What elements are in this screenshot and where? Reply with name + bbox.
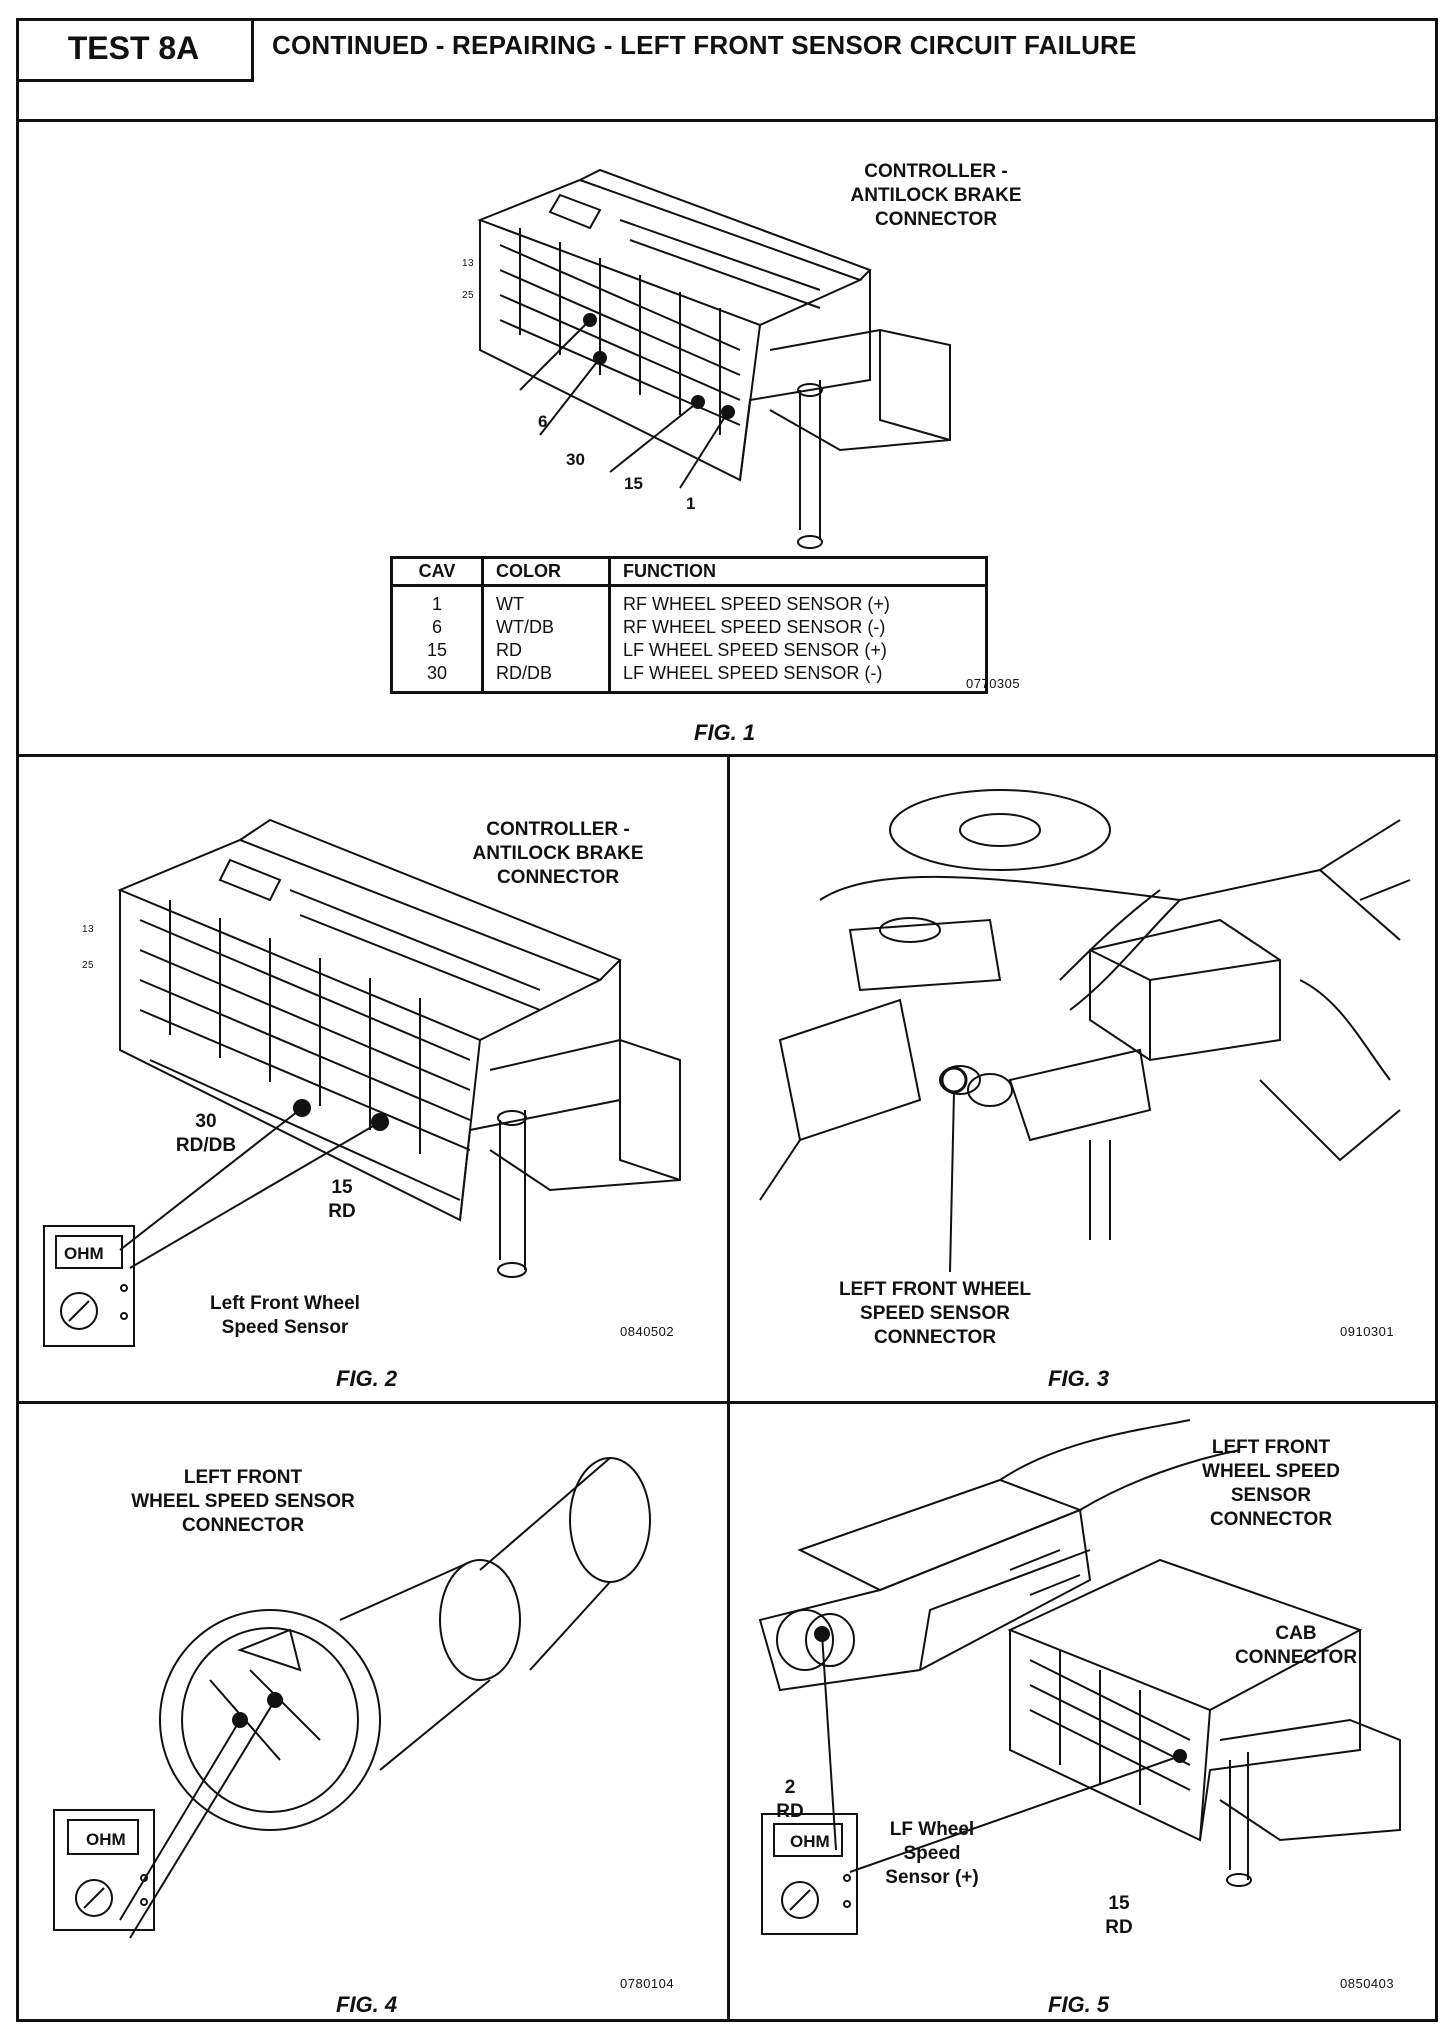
- cell-function: LF WHEEL SPEED SENSOR (+): [623, 640, 887, 660]
- fig5-ohmmeter: [761, 1813, 858, 1935]
- fig2-meter-label: OHM: [64, 1244, 104, 1263]
- fig1-pin6-label: 6: [538, 412, 548, 431]
- cell-cav: 1: [391, 585, 484, 616]
- cell-cav: 30: [391, 662, 484, 693]
- fig1-pin30-label: 30: [566, 450, 585, 469]
- fig5-sensor-connector-label: LEFT FRONT WHEEL SPEED SENSOR CONNECTOR: [1202, 1437, 1340, 1530]
- fig1-pin15-label: 15: [624, 474, 643, 493]
- test-label: TEST 8A: [16, 18, 254, 82]
- fig2-pin30-label: 30 RD/DB: [175, 1111, 237, 1156]
- cell-cav: 6: [391, 616, 484, 639]
- fig4-ohmmeter: [53, 1809, 155, 1931]
- fig3-code: 0910301: [1340, 1324, 1395, 1339]
- table-row: 30 RD/DB LF WHEEL SPEED SENSOR (-): [391, 662, 987, 693]
- table-header-function: FUNCTION: [609, 557, 987, 587]
- fig2-side-number-13: 13: [82, 924, 95, 935]
- fig1-side-number-13: 13: [462, 258, 475, 269]
- header-box: [16, 18, 1438, 122]
- fig3-engine-illustration: [759, 789, 1411, 1273]
- fig3-caption: FIG. 3: [1048, 1366, 1110, 1391]
- cell-cav: 15: [391, 639, 484, 662]
- fig2-side-number-25: 25: [82, 960, 95, 971]
- fig2-ohmmeter: [43, 1225, 135, 1347]
- fig5-lf-sensor-label: LF Wheel Speed Sensor (+): [885, 1819, 979, 1888]
- fig4-connector-illustration: [119, 1457, 651, 1939]
- fig2-pin15-label: 15 RD: [328, 1177, 356, 1222]
- fig1-side-number-25: 25: [462, 290, 475, 301]
- fig1-caption: FIG. 1: [694, 720, 756, 745]
- cell-function: RF WHEEL SPEED SENSOR (+): [623, 594, 890, 614]
- cell-function: LF WHEEL SPEED SENSOR (-): [623, 663, 883, 683]
- cell-color: RD: [482, 639, 611, 662]
- fig4-label: LEFT FRONT WHEEL SPEED SENSOR CONNECTOR: [131, 1467, 355, 1536]
- table-header-cav: CAV: [391, 557, 484, 587]
- cell-function: RF WHEEL SPEED SENSOR (-): [623, 617, 886, 637]
- fig1-pin1-label: 1: [686, 494, 696, 513]
- cell-color: WT/DB: [482, 616, 611, 639]
- fig1-code: 0770305: [966, 676, 1021, 691]
- table-row: 6 WT/DB RF WHEEL SPEED SENSOR (-): [391, 616, 987, 639]
- fig5-pin2-label: 2 RD: [776, 1777, 804, 1822]
- cell-color: RD/DB: [482, 662, 611, 693]
- fig4-meter-label: OHM: [86, 1830, 126, 1849]
- cell-color: WT: [482, 585, 611, 616]
- fig1-cavity-table: CAV COLOR FUNCTION 1 WT RF WHEEL SPEED S…: [390, 556, 988, 694]
- divider-vertical: [727, 754, 730, 2022]
- fig4-caption: FIG. 4: [336, 1992, 398, 2017]
- page-title: CONTINUED - REPAIRING - LEFT FRONT SENSO…: [272, 30, 1137, 60]
- fig3-label: LEFT FRONT WHEEL SPEED SENSOR CONNECTOR: [838, 1279, 1032, 1348]
- fig2-code: 0840502: [620, 1324, 675, 1339]
- table-header-color: COLOR: [482, 557, 611, 587]
- fig5-caption: FIG. 5: [1048, 1992, 1110, 2017]
- fig5-code: 0850403: [1340, 1976, 1395, 1991]
- fig5-meter-label: OHM: [790, 1832, 830, 1851]
- fig2-sensor-label: Left Front Wheel Speed Sensor: [210, 1293, 360, 1338]
- fig1-connector-label: CONTROLLER - ANTILOCK BRAKE CONNECTOR: [850, 161, 1022, 230]
- table-row: 15 RD LF WHEEL SPEED SENSOR (+): [391, 639, 987, 662]
- fig1-connector-illustration: [477, 168, 951, 549]
- fig4-code: 0780104: [620, 1976, 675, 1991]
- fig2-connector-label: CONTROLLER - ANTILOCK BRAKE CONNECTOR: [472, 819, 644, 888]
- fig2-connector-illustration: [117, 818, 681, 1278]
- table-row: 1 WT RF WHEEL SPEED SENSOR (+): [391, 585, 987, 616]
- fig5-connectors-illustration: [758, 1419, 1401, 1887]
- fig2-caption: FIG. 2: [336, 1366, 398, 1391]
- fig5-cab-label: CAB CONNECTOR: [1234, 1623, 1358, 1668]
- fig5-pin15-label: 15 RD: [1105, 1893, 1133, 1938]
